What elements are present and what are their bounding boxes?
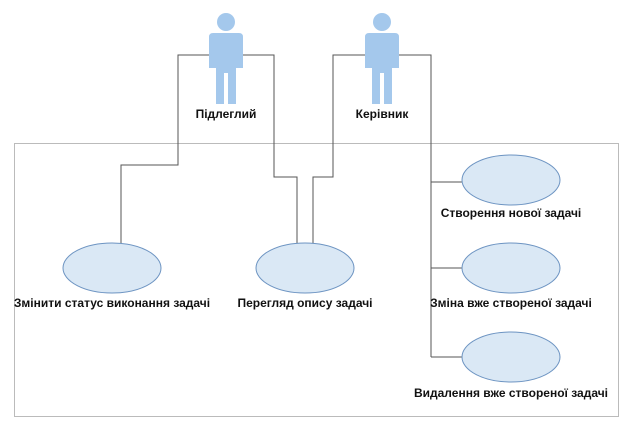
use-case-delete-task[interactable]: Видалення вже створеної задачі: [414, 331, 608, 400]
use-case-ellipse: [62, 242, 162, 294]
link-manager-view-description: [312, 54, 366, 243]
actor-manager[interactable]: Керівник: [356, 13, 410, 121]
system-boundary: [14, 143, 619, 417]
use-case-delete-task-label: Видалення вже створеної задачі: [414, 386, 608, 400]
use-case-change-status[interactable]: Змінити статус виконання задачі: [14, 242, 210, 310]
use-case-ellipse: [255, 242, 355, 294]
actor-subordinate[interactable]: Підлеглий: [196, 13, 257, 121]
link-subordinate-view-description: [241, 54, 298, 243]
use-case-ellipse: [461, 331, 561, 383]
use-case-view-description-label: Перегляд опису задачі: [238, 296, 373, 310]
use-case-change-status-label: Змінити статус виконання задачі: [14, 296, 210, 310]
use-case-create-task[interactable]: Створення нової задачі: [441, 154, 582, 220]
use-case-edit-task-label: Зміна вже створеної задачі: [430, 296, 592, 310]
actor-body: [365, 33, 399, 104]
use-case-ellipse: [461, 154, 561, 206]
use-case-edit-task[interactable]: Зміна вже створеної задачі: [430, 242, 592, 310]
link-subordinate-change-status: [120, 54, 210, 243]
use-case-ellipse: [461, 242, 561, 294]
actor-head: [373, 13, 391, 31]
use-case-view-description[interactable]: Перегляд опису задачі: [238, 242, 373, 310]
connectors: [120, 54, 463, 358]
actor-manager-label: Керівник: [356, 107, 410, 121]
link-manager-trunk: [398, 54, 432, 357]
actor-body: [209, 33, 243, 104]
actor-head: [217, 13, 235, 31]
use-case-create-task-label: Створення нової задачі: [441, 206, 582, 220]
actor-subordinate-label: Підлеглий: [196, 107, 257, 121]
